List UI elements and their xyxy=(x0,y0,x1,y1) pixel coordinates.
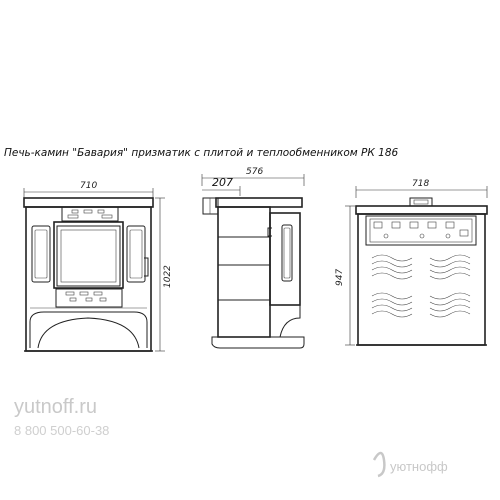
back-view: 718 947 xyxy=(335,179,488,346)
watermark-site: yutnoff.ru xyxy=(14,396,97,418)
side-offset-label: 207 xyxy=(212,176,233,189)
side-depth-label: 576 xyxy=(246,167,263,177)
side-view: 576 207 xyxy=(201,167,305,349)
front-view: 710 1022 xyxy=(23,181,173,352)
front-width-label: 710 xyxy=(80,181,97,191)
back-width-label: 718 xyxy=(412,179,429,189)
watermark-phone: 8 800 500-60-38 xyxy=(14,423,109,438)
brand-logo-icon xyxy=(372,451,386,478)
drawing-title: Печь-камин "Бавария" призматик с плитой … xyxy=(4,147,399,159)
front-height-label: 1022 xyxy=(163,265,173,288)
back-height-label: 947 xyxy=(335,269,345,286)
watermark-brand: уютнофф xyxy=(390,459,448,474)
